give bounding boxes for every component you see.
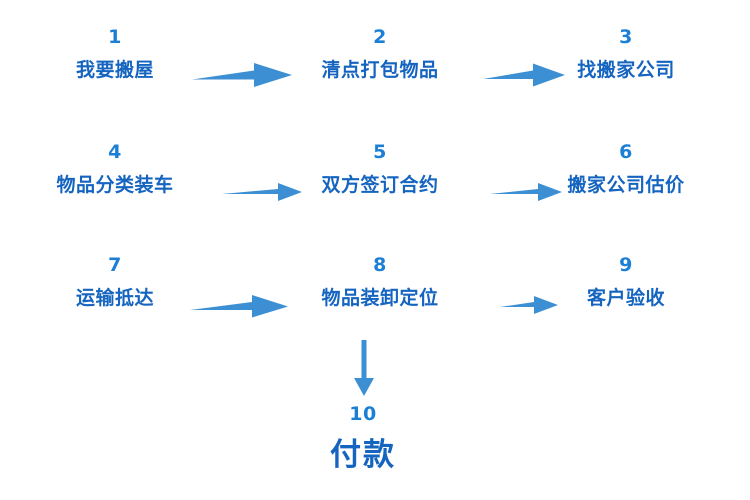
step-3-label: 找搬家公司	[577, 59, 675, 81]
arrow-step2-to-step3	[483, 60, 565, 90]
step-9-number: 9	[619, 254, 633, 276]
step-3-number: 3	[619, 26, 633, 48]
flow-step-8[interactable]: 8 物品装卸定位	[321, 256, 438, 308]
flow-step-10[interactable]: 10 付款	[330, 405, 396, 471]
step-10-number: 10	[349, 403, 377, 425]
flow-step-1[interactable]: 1 我要搬屋	[76, 28, 154, 80]
step-2-label: 清点打包物品	[321, 59, 439, 81]
step-5-number: 5	[373, 141, 387, 163]
arrow-step8-to-step10	[350, 340, 378, 396]
flow-step-9[interactable]: 9 客户验收	[587, 256, 665, 308]
step-1-number: 1	[108, 26, 122, 48]
step-8-label: 物品装卸定位	[321, 287, 439, 309]
step-4-label: 物品分类装车	[56, 174, 174, 196]
flow-step-4[interactable]: 4 物品分类装车	[56, 143, 173, 195]
flow-step-5[interactable]: 5 双方签订合约	[321, 143, 438, 195]
step-6-number: 6	[619, 141, 633, 163]
step-6-label: 搬家公司估价	[567, 174, 685, 196]
arrow-step4-to-step5	[222, 180, 302, 204]
step-4-number: 4	[108, 141, 122, 163]
arrow-step7-to-step8	[190, 292, 288, 320]
step-9-label: 客户验收	[586, 287, 666, 309]
flow-step-7[interactable]: 7 运输抵达	[76, 256, 154, 308]
step-7-number: 7	[108, 254, 122, 276]
step-5-label: 双方签订合约	[321, 174, 439, 196]
arrow-step5-to-step6	[490, 180, 562, 204]
step-8-number: 8	[373, 254, 387, 276]
step-7-label: 运输抵达	[75, 287, 155, 309]
step-1-label: 我要搬屋	[75, 59, 155, 81]
flow-step-6[interactable]: 6 搬家公司估价	[567, 143, 684, 195]
step-10-label: 付款	[330, 437, 396, 473]
arrow-step1-to-step2	[192, 60, 292, 90]
arrow-step8-to-step9	[500, 293, 558, 317]
step-2-number: 2	[373, 26, 387, 48]
flow-step-3[interactable]: 3 找搬家公司	[577, 28, 675, 80]
flow-step-2[interactable]: 2 清点打包物品	[321, 28, 438, 80]
